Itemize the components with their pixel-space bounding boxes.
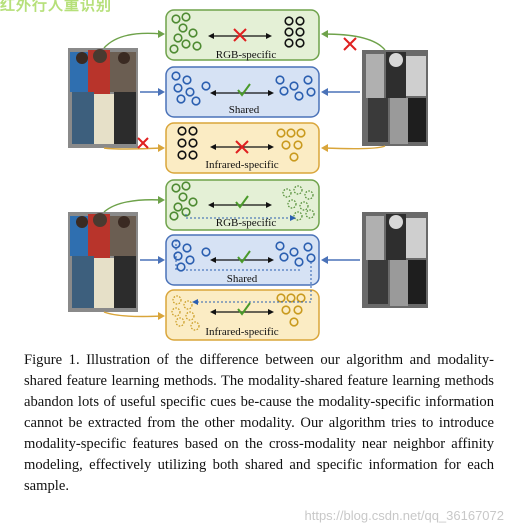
label-rgb-specific-top: RGB-specific [216, 49, 277, 61]
label-infrared-specific-bottom: Infrared-specific [205, 326, 278, 338]
figure-caption: Figure 1. Illustration of the difference… [24, 352, 498, 494]
label-shared-top: Shared [229, 104, 260, 116]
infrared-person-images-top [362, 50, 428, 146]
panel-rgb-specific-bottom: RGB-specific [165, 179, 320, 231]
panel-infrared-specific-bottom: Infrared-specific [165, 289, 320, 341]
connectors-bottom [103, 196, 360, 320]
rgb-person-images-bottom [68, 212, 138, 312]
label-infrared-specific-top: Infrared-specific [205, 159, 278, 171]
panel-infrared-specific-top: Infrared-specific [165, 122, 320, 174]
infrared-person-images-bottom [362, 212, 428, 308]
connectors-top [103, 30, 386, 152]
panel-shared-top: Shared [165, 66, 320, 118]
panel-rgb-specific-top: RGB-specific [165, 9, 320, 61]
watermark-url: https://blog.csdn.net/qq_36167072 [304, 508, 505, 523]
label-shared-bottom: Shared [227, 273, 258, 285]
rgb-person-images-top [68, 48, 138, 148]
top-banner-text: 红外行人重识别 [0, 0, 113, 14]
affinity-links-bottom [175, 214, 312, 305]
panel-shared-bottom: Shared [165, 234, 320, 286]
figure-illustration: RGB-specific Shared [68, 9, 428, 341]
label-rgb-specific-bottom: RGB-specific [216, 217, 277, 229]
